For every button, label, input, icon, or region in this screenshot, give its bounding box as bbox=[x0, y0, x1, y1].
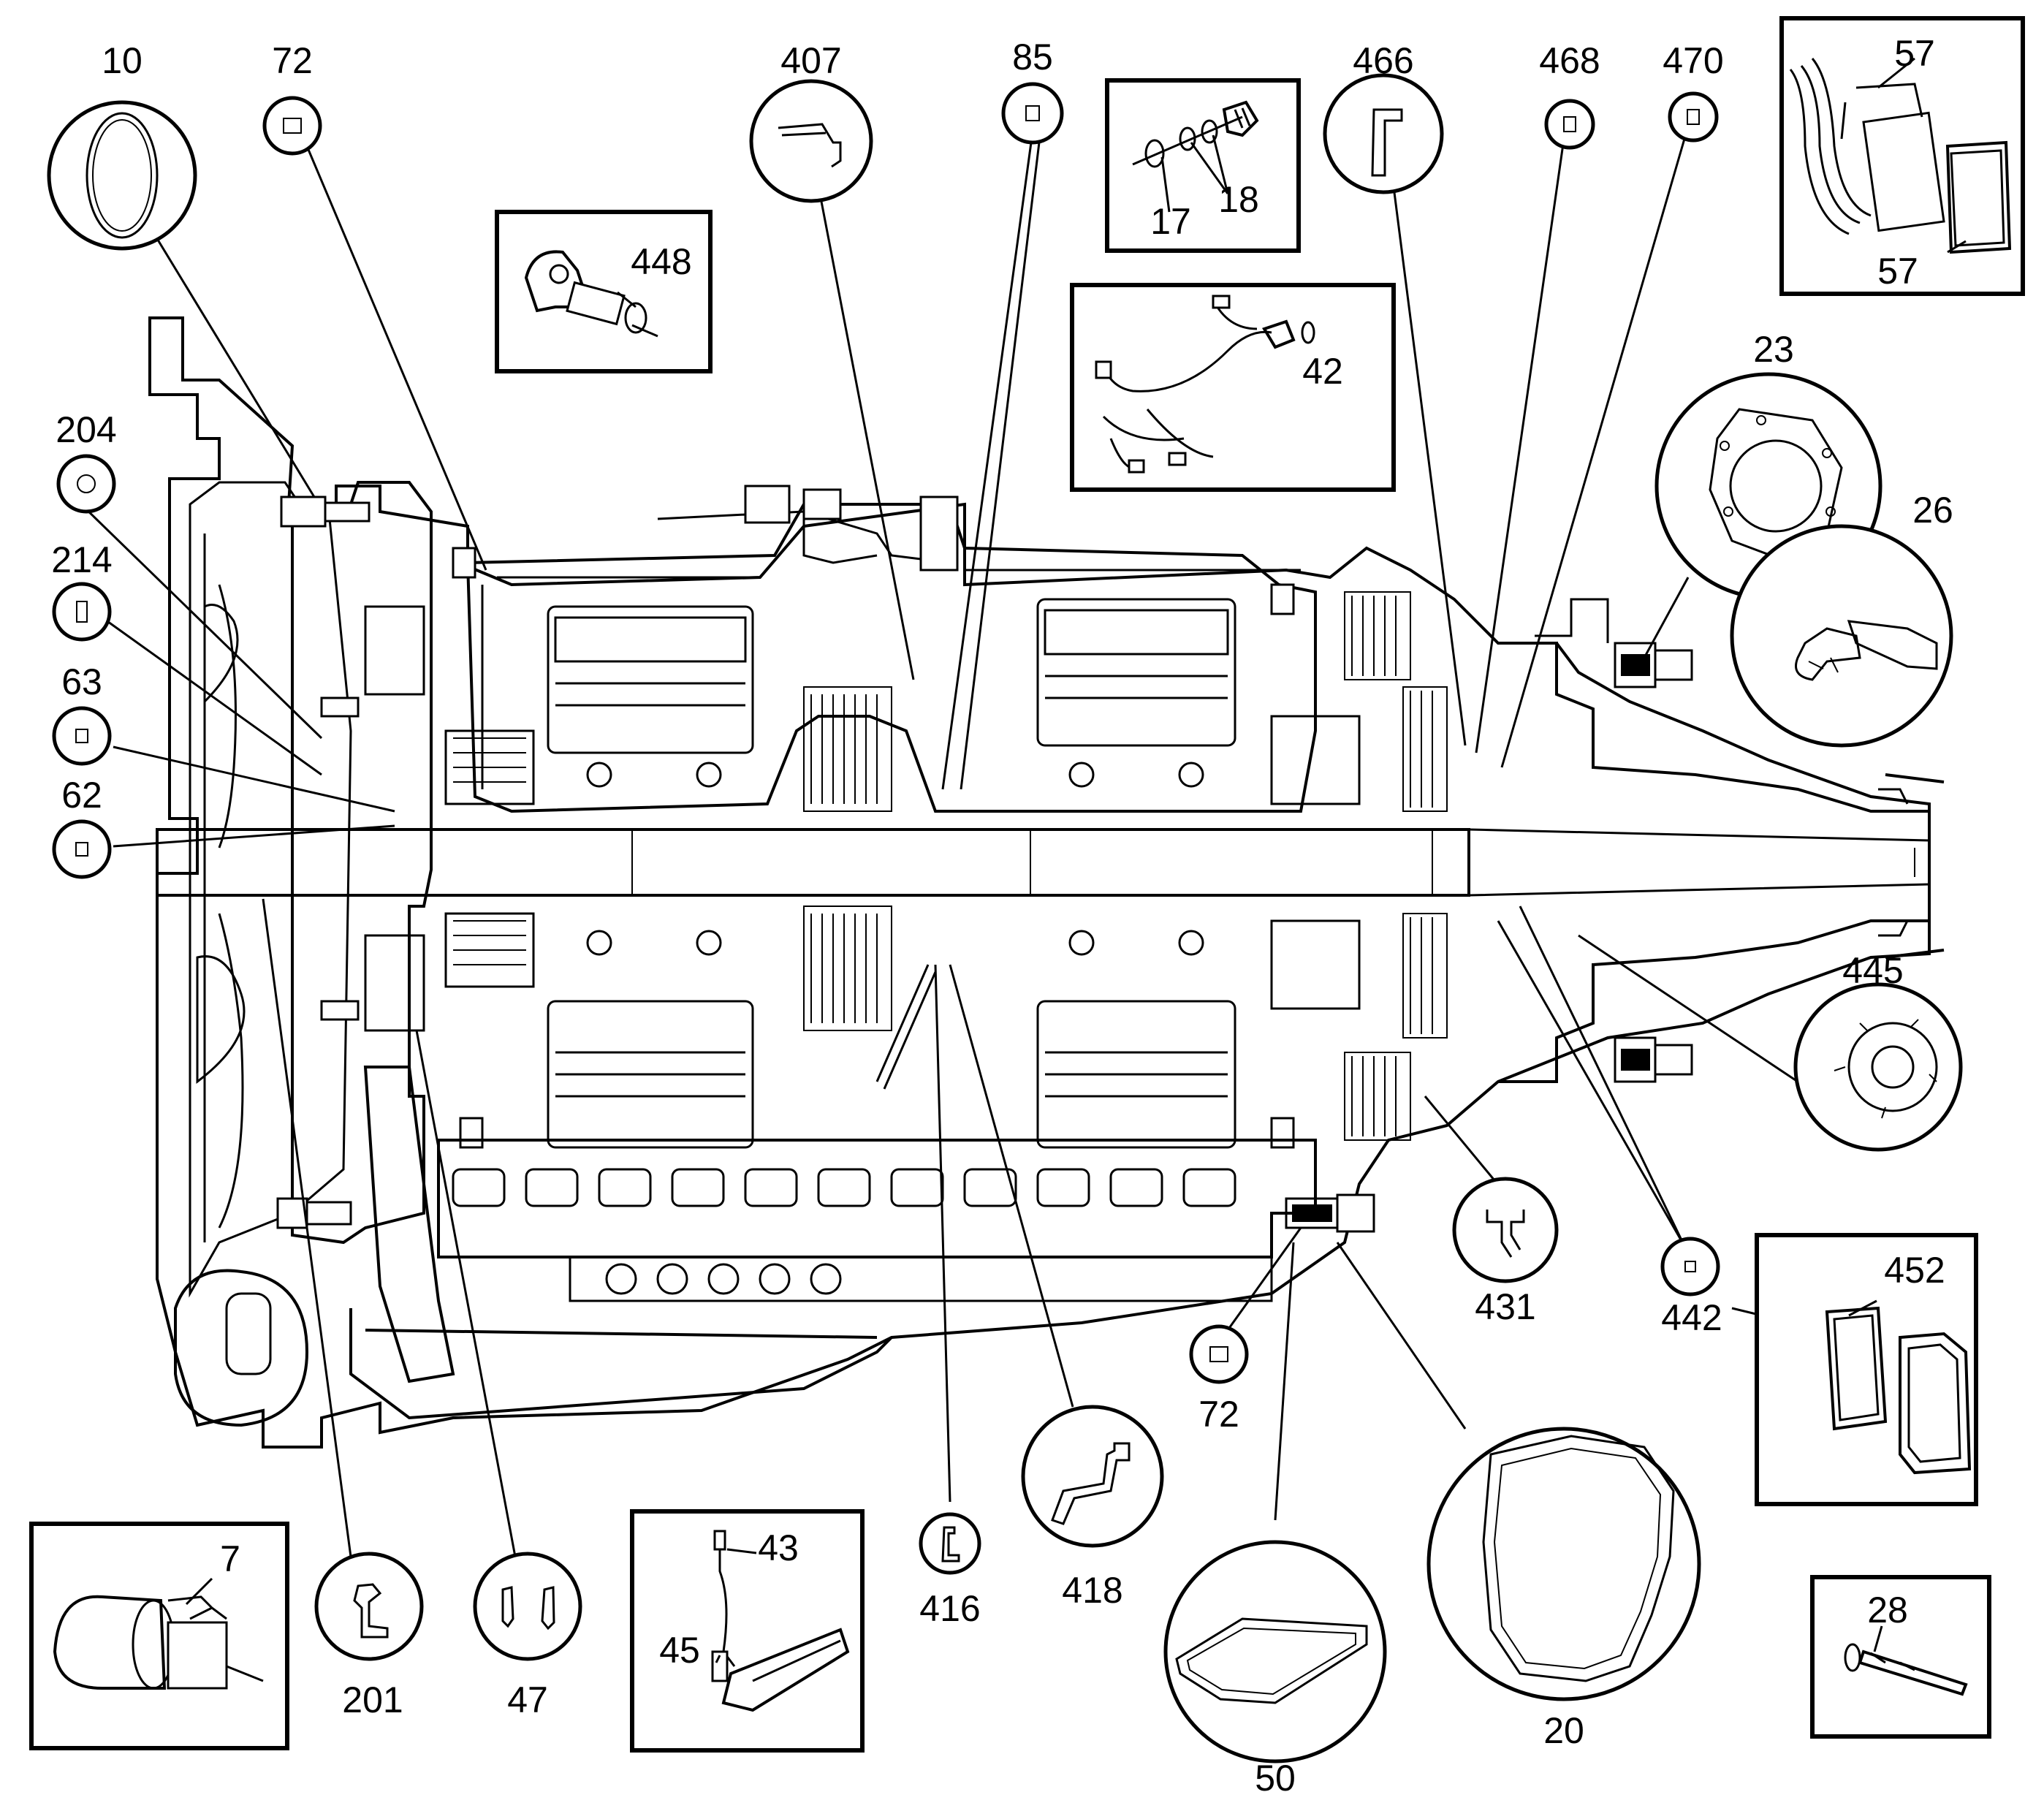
label-23: 23 bbox=[1753, 329, 1794, 370]
inset-448: 448 bbox=[495, 210, 713, 373]
label-468: 468 bbox=[1539, 40, 1600, 81]
inset-43-45: 43 45 bbox=[630, 1509, 865, 1753]
label-201: 201 bbox=[342, 1679, 403, 1720]
label-416: 416 bbox=[919, 1588, 980, 1629]
transmission-assembly bbox=[148, 316, 1945, 1449]
inset-57: 57 57 bbox=[1779, 16, 2025, 296]
label-204: 204 bbox=[56, 409, 116, 450]
callout-470: 470 bbox=[1663, 40, 1724, 143]
label-28: 28 bbox=[1867, 1590, 1908, 1630]
label-452: 452 bbox=[1884, 1250, 1945, 1291]
label-20: 20 bbox=[1543, 1710, 1584, 1751]
label-442: 442 bbox=[1661, 1297, 1722, 1338]
callout-63: 63 bbox=[52, 661, 112, 766]
callout-416: 416 bbox=[919, 1512, 981, 1629]
callout-214: 214 bbox=[51, 539, 113, 642]
inset-452: 452 bbox=[1755, 1233, 1978, 1506]
callout-431: 431 bbox=[1452, 1177, 1559, 1327]
label-85: 85 bbox=[1012, 37, 1053, 77]
callout-418: 418 bbox=[1021, 1405, 1164, 1611]
inset-7: 7 bbox=[29, 1522, 289, 1750]
label-57-top: 57 bbox=[1894, 33, 1935, 74]
label-62: 62 bbox=[61, 775, 102, 816]
label-57-bottom: 57 bbox=[1877, 251, 1918, 292]
callout-10: 10 bbox=[47, 40, 197, 251]
label-63: 63 bbox=[61, 661, 102, 702]
inset-42: 42 bbox=[1070, 283, 1396, 492]
label-47: 47 bbox=[507, 1679, 548, 1720]
label-445: 445 bbox=[1842, 950, 1903, 991]
label-10: 10 bbox=[102, 40, 143, 81]
callout-466: 466 bbox=[1323, 40, 1444, 194]
callout-468: 468 bbox=[1539, 40, 1600, 150]
bolts bbox=[276, 496, 1693, 1233]
label-42: 42 bbox=[1302, 351, 1343, 392]
inset-17-18: 17 18 bbox=[1105, 78, 1301, 253]
callout-442: 442 bbox=[1660, 1237, 1722, 1338]
callout-20: 20 bbox=[1426, 1427, 1701, 1751]
callout-72-top: 72 bbox=[262, 40, 322, 156]
callout-407: 407 bbox=[749, 40, 873, 203]
label-26: 26 bbox=[1912, 490, 1953, 531]
label-214: 214 bbox=[51, 539, 112, 580]
leader-lines bbox=[81, 138, 1959, 1557]
callout-204: 204 bbox=[56, 409, 117, 514]
callout-72-bottom: 72 bbox=[1189, 1324, 1249, 1435]
callout-47: 47 bbox=[473, 1552, 582, 1720]
label-50: 50 bbox=[1255, 1758, 1296, 1799]
callout-85: 85 bbox=[1001, 37, 1064, 145]
label-72-top: 72 bbox=[272, 40, 313, 81]
label-470: 470 bbox=[1663, 40, 1723, 81]
callout-62: 62 bbox=[52, 775, 112, 879]
callout-201: 201 bbox=[314, 1552, 424, 1720]
label-418: 418 bbox=[1062, 1570, 1122, 1611]
label-407: 407 bbox=[780, 40, 841, 81]
label-43: 43 bbox=[758, 1527, 799, 1568]
label-466: 466 bbox=[1353, 40, 1413, 81]
label-45: 45 bbox=[659, 1630, 700, 1671]
callout-50: 50 bbox=[1163, 1540, 1387, 1799]
label-17: 17 bbox=[1150, 201, 1191, 242]
inset-28: 28 bbox=[1810, 1575, 1991, 1739]
label-7: 7 bbox=[220, 1538, 240, 1579]
label-18: 18 bbox=[1218, 179, 1259, 220]
callout-26: 26 bbox=[1730, 490, 1953, 748]
label-431: 431 bbox=[1475, 1286, 1535, 1327]
label-72-bottom: 72 bbox=[1198, 1394, 1239, 1435]
label-448: 448 bbox=[631, 241, 691, 282]
callout-445: 445 bbox=[1793, 950, 1963, 1152]
